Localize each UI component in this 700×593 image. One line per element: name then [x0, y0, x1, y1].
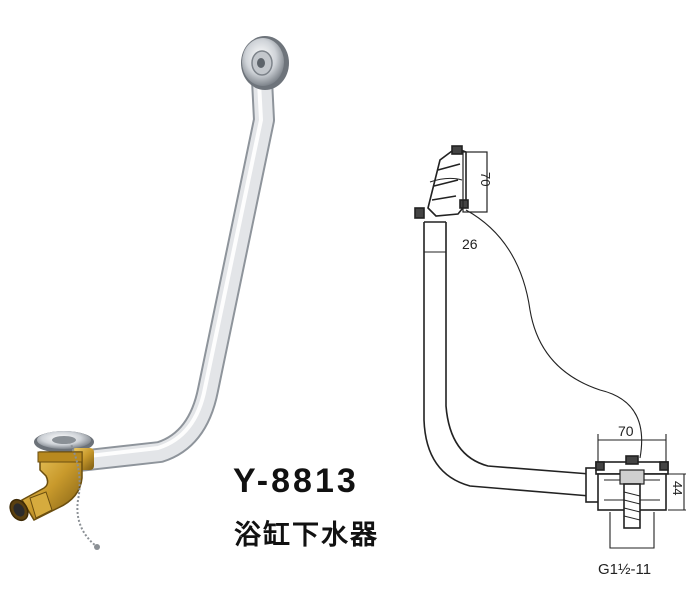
drain-width-label: 70: [618, 423, 634, 439]
model-number: Y-8813: [233, 462, 359, 500]
pipe-outline-inner: [445, 222, 591, 475]
product-name: 浴缸下水器: [234, 520, 379, 551]
drain-assembly: [585, 455, 669, 529]
pipe-outline-outer: [423, 222, 591, 497]
drain-height-label: 44: [670, 481, 685, 495]
overflow-cover: [241, 36, 289, 90]
overflow-height-box: [462, 151, 488, 213]
drain-width-dimension: [597, 434, 667, 462]
brass-drain-elbow: [9, 451, 83, 522]
overflow-height-label: 70: [478, 172, 493, 186]
overflow-offset-label: 26: [462, 236, 478, 252]
chain-curve: [465, 209, 643, 459]
product-photo: [9, 36, 289, 550]
technical-drawing: [414, 145, 686, 549]
thread-spec-label: G1½-11: [598, 561, 651, 578]
thread-box: [609, 512, 655, 549]
drain-height-dimension: [668, 473, 686, 511]
overflow-head: [414, 145, 469, 219]
